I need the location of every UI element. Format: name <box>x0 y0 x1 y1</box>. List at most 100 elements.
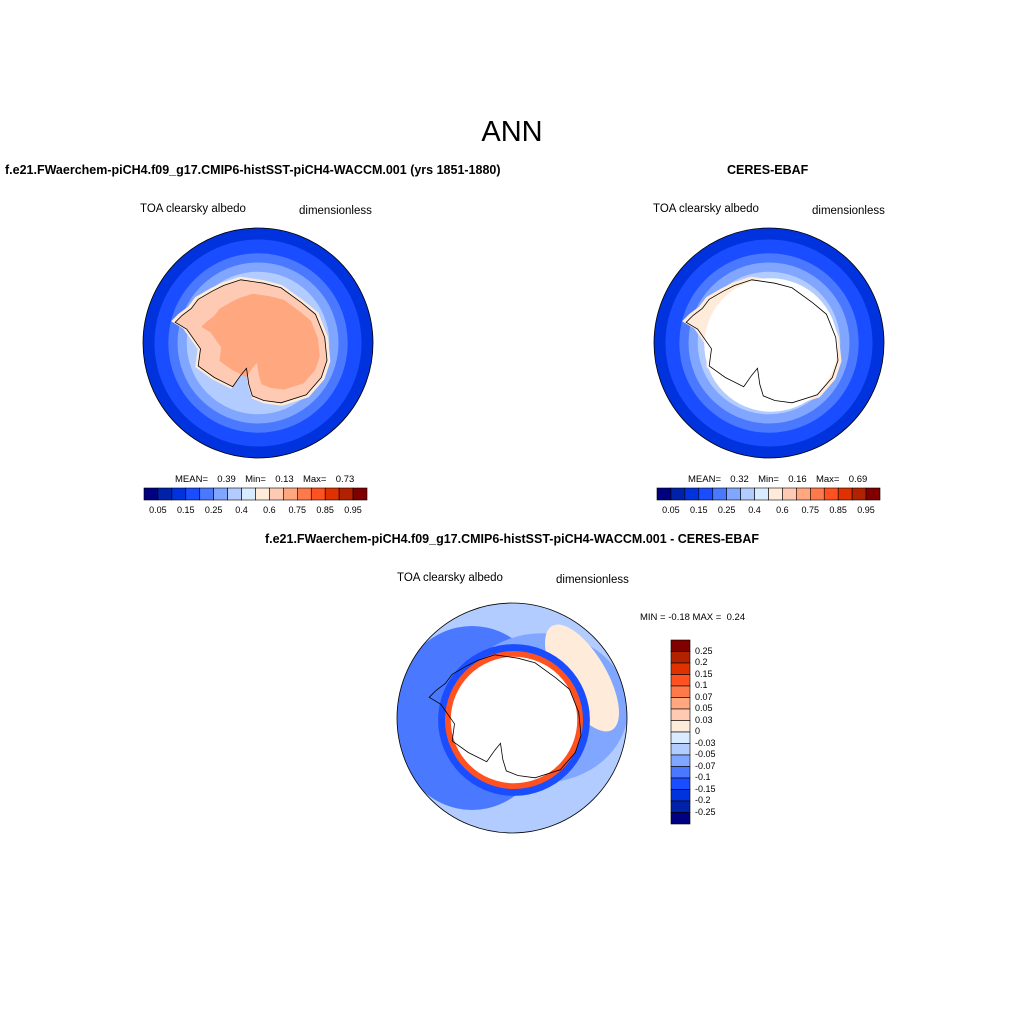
map-border <box>653 227 885 459</box>
colorbar-box <box>782 487 797 501</box>
colorbar-box <box>670 487 686 501</box>
colorbar-tick-label: 0.6 <box>263 505 276 515</box>
missing-data <box>450 656 578 784</box>
min-label: Min= <box>758 474 779 485</box>
colorbar-tick-label: -0.15 <box>695 783 716 794</box>
colorbar-tick-label: 0.75 <box>801 505 820 515</box>
colorbar-box <box>796 487 811 501</box>
colorbar-box <box>684 487 700 501</box>
colorbar-box <box>199 487 214 501</box>
colorbar-box <box>754 487 769 501</box>
colorbar-tick-label: 0.25 <box>695 645 713 656</box>
colorbar-box <box>670 651 691 664</box>
map-fill <box>143 228 373 458</box>
panel2-title: CERES-EBAF <box>727 163 809 177</box>
colorbar-box <box>670 674 691 687</box>
coastline <box>174 279 328 404</box>
max-label: Max= <box>815 474 840 485</box>
colorbar-box <box>338 487 354 501</box>
colorbar-box <box>670 777 691 790</box>
colorbar-tick-label: -0.03 <box>695 737 716 748</box>
min-value: 0.16 <box>788 474 807 485</box>
panel1-units: dimensionless <box>299 205 372 217</box>
min-label: Min= <box>245 474 266 485</box>
colorbar-box <box>269 487 284 501</box>
colorbar-tick-label: 0.05 <box>662 505 680 515</box>
colorbar-box <box>851 487 867 501</box>
colorbar-tick-label: -0.05 <box>695 749 716 759</box>
colorbar-box <box>227 487 242 501</box>
max-label: MAX = <box>692 612 722 623</box>
colorbar-tick-label: 0.05 <box>149 505 167 515</box>
colorbar-box <box>157 487 173 501</box>
colorbar-box <box>670 639 691 652</box>
colorbar-tick-label: 0.95 <box>857 505 875 515</box>
panel2-units: dimensionless <box>812 205 885 217</box>
max-label: Max= <box>302 474 327 485</box>
colorbar-tick-label: 0.07 <box>695 691 713 702</box>
colorbar-box <box>670 800 691 813</box>
max-value: 0.73 <box>335 474 355 485</box>
map-border <box>142 227 374 459</box>
colorbar-tick-label: 0 <box>695 726 701 736</box>
colorbar-box <box>740 487 755 501</box>
colorbar-box <box>865 487 881 501</box>
colorbar-tick-label: 0.15 <box>690 505 708 515</box>
colorbar-tick-label: 0.25 <box>717 505 736 515</box>
colorbar-tick-label: 0.85 <box>829 505 847 515</box>
colorbar-box <box>670 754 691 767</box>
map-fill <box>654 228 884 458</box>
contour-band <box>201 293 320 390</box>
max-value: 0.69 <box>848 474 868 485</box>
polar-map-model <box>142 227 374 459</box>
colorbar-box <box>670 789 691 802</box>
colorbar-tick-label: 0.15 <box>695 668 713 679</box>
panel3-stats: MIN = -0.18 MAX = 0.24 <box>640 612 745 623</box>
colorbar-box <box>283 487 298 501</box>
colorbar-box <box>352 487 368 501</box>
colorbar-box <box>670 743 691 756</box>
polar-map-diff <box>396 602 628 834</box>
colorbar-box <box>670 662 691 675</box>
panel1-variable: TOA clearsky albedo <box>140 203 246 215</box>
colorbar-tick-label: -0.25 <box>695 806 716 817</box>
mean-label: MEAN= <box>175 474 208 485</box>
missing-data <box>704 278 838 412</box>
mean-value: 0.32 <box>730 474 749 485</box>
colorbar-tick-label: -0.1 <box>695 772 711 782</box>
min-label: MIN = <box>640 612 666 623</box>
colorbar-box <box>171 487 187 501</box>
colorbar-box <box>670 685 691 698</box>
colorbar-tick-label: 0.75 <box>288 505 307 515</box>
colorbar-box <box>310 487 326 501</box>
colorbar-box <box>768 487 783 501</box>
colorbar-box <box>185 487 201 501</box>
mean-value: 0.39 <box>217 474 236 485</box>
colorbar-box <box>241 487 256 501</box>
min-value: -0.18 <box>668 612 690 623</box>
colorbar-box <box>670 697 691 710</box>
colorbar-box <box>670 720 691 733</box>
map-fill <box>397 603 627 833</box>
colorbar-tick-label: 0.4 <box>748 505 761 515</box>
colorbar-box <box>255 487 270 501</box>
map-border <box>396 602 628 834</box>
colorbar-tick-label: 0.2 <box>695 657 708 667</box>
contour-band <box>545 624 619 732</box>
colorbar-box <box>324 487 340 501</box>
colorbar-box <box>143 487 159 501</box>
panel3-title: f.e21.FWaerchem-piCH4.f09_g17.CMIP6-hist… <box>264 532 760 546</box>
colorbar-box <box>837 487 853 501</box>
panel1-stats: MEAN= 0.39 Min= 0.13 Max= 0.73 <box>175 474 354 485</box>
colorbar-tick-label: 0.15 <box>177 505 195 515</box>
panel1-title: f.e21.FWaerchem-piCH4.f09_g17.CMIP6-hist… <box>5 163 501 177</box>
colorbar-tick-label: -0.2 <box>695 795 711 805</box>
max-value: 0.24 <box>726 612 746 623</box>
colorbar-box <box>213 487 228 501</box>
colorbar-tick-label: 0.1 <box>695 680 708 690</box>
colorbar-tick-label: 0.25 <box>204 505 223 515</box>
panel3-units: dimensionless <box>556 574 629 586</box>
coastline <box>685 279 839 404</box>
